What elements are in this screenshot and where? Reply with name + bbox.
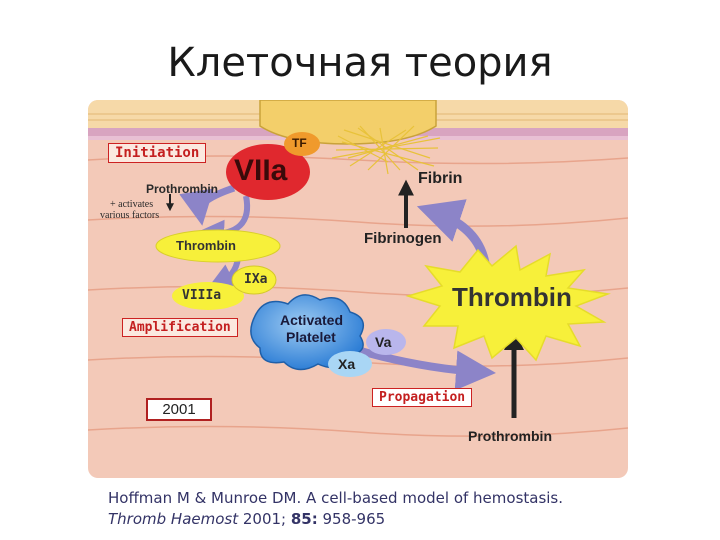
citation-line1: Hoffman M & Munroe DM. A cell-based mode… xyxy=(108,489,564,507)
activates-line2: various factors xyxy=(100,210,160,221)
thrombin-burst xyxy=(405,244,611,362)
activates-line1: + activates xyxy=(110,199,154,210)
activated-platelet-line2: Platelet xyxy=(286,329,336,345)
va-ellipse xyxy=(366,329,406,355)
citation-journal: Thromb Haemost xyxy=(108,510,239,528)
prothrombin-top-label: Prothrombin xyxy=(146,182,218,196)
year-box: 2001 xyxy=(146,398,212,421)
citation-pages: 958-965 xyxy=(317,510,386,528)
ixa-ellipse xyxy=(231,265,277,295)
prothrombin-bottom-label: Prothrombin xyxy=(468,428,552,444)
fibrin-mesh xyxy=(331,125,441,175)
fibrin-label: Fibrin xyxy=(418,170,463,187)
citation-year: 2001; xyxy=(238,510,291,528)
viia-circle xyxy=(226,144,310,200)
initiation-label: Initiation xyxy=(108,143,207,163)
hemostasis-diagram: Initiation VIIa TF Fibrin Prothrombin + … xyxy=(88,100,628,478)
amplification-label: Amplification xyxy=(122,318,238,337)
page-title: Клеточная теория xyxy=(167,40,553,86)
citation-volume: 85: xyxy=(290,510,318,528)
activated-platelet-blob xyxy=(250,294,365,371)
activated-platelet-line1: Activated xyxy=(280,312,344,328)
va-label: Va xyxy=(375,334,392,350)
citation: Hoffman M & Munroe DM. A cell-based mode… xyxy=(108,488,563,530)
thrombin-small-ellipse xyxy=(155,229,281,263)
viia-label: VIIa xyxy=(234,154,288,187)
thrombin-large-label: Thrombin xyxy=(452,282,572,312)
xa-ellipse xyxy=(328,351,372,377)
tf-label: TF xyxy=(292,136,307,150)
ixa-label: IXa xyxy=(244,272,268,287)
tf-oval xyxy=(284,132,320,156)
viiia-label: VIIIa xyxy=(182,288,222,303)
tf-cell xyxy=(259,100,437,145)
propagation-label: Propagation xyxy=(372,388,473,407)
citation-line2: Thromb Haemost 2001; 85: 958-965 xyxy=(108,509,563,530)
xa-label: Xa xyxy=(338,356,356,372)
viiia-ellipse xyxy=(172,282,244,310)
thrombin-small-label: Thrombin xyxy=(176,238,236,253)
fibrinogen-label: Fibrinogen xyxy=(364,230,442,247)
